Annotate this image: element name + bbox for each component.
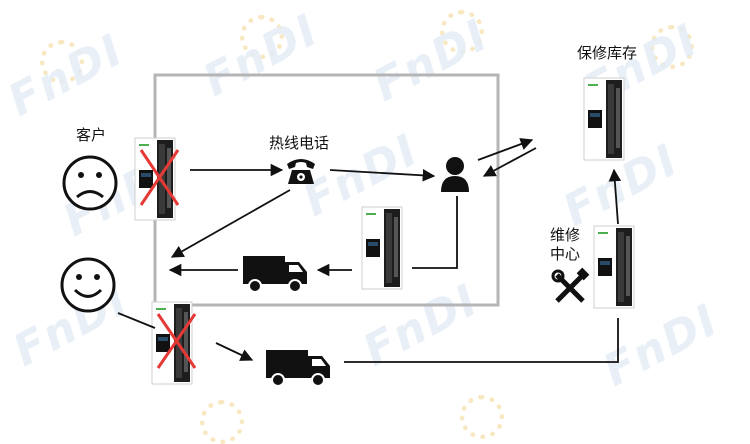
repair-center-label: 维修 中心 [550,226,580,264]
happy-face-icon [60,257,116,313]
red-x-icon [156,313,197,369]
repaired-inverter-icon [593,225,635,309]
truck-icon [242,255,308,293]
red-x-icon [139,149,180,206]
warranty-inventory-label: 保修库存 [577,44,638,62]
customer-label: 客户 [76,126,107,144]
repair-center-label-line1: 维修 [550,226,581,244]
person-icon [441,157,469,192]
repair-center-label-line2: 中心 [550,245,581,263]
tools-icon [551,267,590,303]
truck-icon [265,349,331,387]
telephone-icon [287,159,315,184]
inventory-inverter-icon [583,77,625,161]
flow-connectors [117,138,622,363]
sad-face-icon [62,155,118,211]
replacement-inverter-icon [361,206,403,290]
hotline-label: 热线电话 [269,134,330,152]
